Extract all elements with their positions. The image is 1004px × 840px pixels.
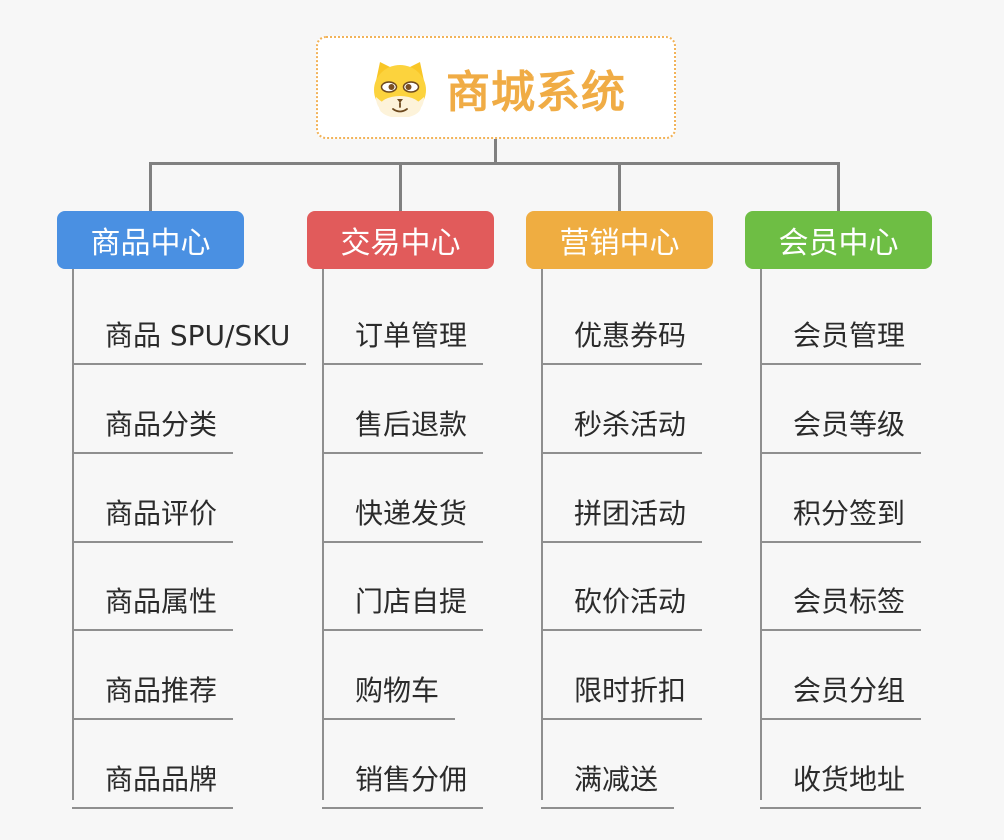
leaf-node[interactable]: 拼团活动 — [541, 486, 703, 543]
leaf-node[interactable]: 会员标签 — [760, 574, 922, 631]
leaf-node[interactable]: 商品属性 — [72, 574, 234, 631]
branch-node-trade-center[interactable]: 交易中心 — [307, 211, 494, 269]
leaf-node[interactable]: 会员分组 — [760, 663, 922, 720]
trunk-line-3 — [541, 269, 543, 800]
leaf-node[interactable]: 销售分佣 — [322, 752, 484, 809]
leaf-node[interactable]: 优惠券码 — [541, 308, 703, 365]
trunk-line-1 — [72, 269, 74, 800]
leaf-node[interactable]: 商品推荐 — [72, 663, 234, 720]
leaf-node[interactable]: 积分签到 — [760, 486, 922, 543]
connector-drop-2 — [399, 162, 402, 211]
dog-face-icon — [366, 59, 434, 117]
leaf-node[interactable]: 快递发货 — [322, 486, 484, 543]
branch-node-marketing-center[interactable]: 营销中心 — [526, 211, 713, 269]
leaf-node[interactable]: 商品分类 — [72, 397, 234, 454]
leaf-node[interactable]: 商品品牌 — [72, 752, 234, 809]
leaf-node[interactable]: 满减送 — [541, 752, 675, 809]
connector-drop-4 — [837, 162, 840, 211]
leaf-node[interactable]: 购物车 — [322, 663, 456, 720]
branch-node-product-center[interactable]: 商品中心 — [57, 211, 244, 269]
leaf-node[interactable]: 会员等级 — [760, 397, 922, 454]
connector-bus — [149, 162, 839, 165]
leaf-node[interactable]: 商品评价 — [72, 486, 234, 543]
trunk-line-2 — [322, 269, 324, 800]
leaf-node[interactable]: 秒杀活动 — [541, 397, 703, 454]
root-node-label: 商城系统 — [446, 66, 626, 118]
connector-root-stem — [494, 139, 497, 163]
trunk-line-4 — [760, 269, 762, 800]
leaf-node[interactable]: 门店自提 — [322, 574, 484, 631]
root-node[interactable]: 商城系统 — [316, 36, 676, 139]
branch-node-member-center[interactable]: 会员中心 — [745, 211, 932, 269]
leaf-node[interactable]: 售后退款 — [322, 397, 484, 454]
leaf-node[interactable]: 砍价活动 — [541, 574, 703, 631]
leaf-node[interactable]: 收货地址 — [760, 752, 922, 809]
leaf-node[interactable]: 商品 SPU/SKU — [72, 308, 307, 365]
connector-drop-3 — [618, 162, 621, 211]
leaf-node[interactable]: 会员管理 — [760, 308, 922, 365]
leaf-node[interactable]: 限时折扣 — [541, 663, 703, 720]
leaf-node[interactable]: 订单管理 — [322, 308, 484, 365]
connector-drop-1 — [149, 162, 152, 211]
